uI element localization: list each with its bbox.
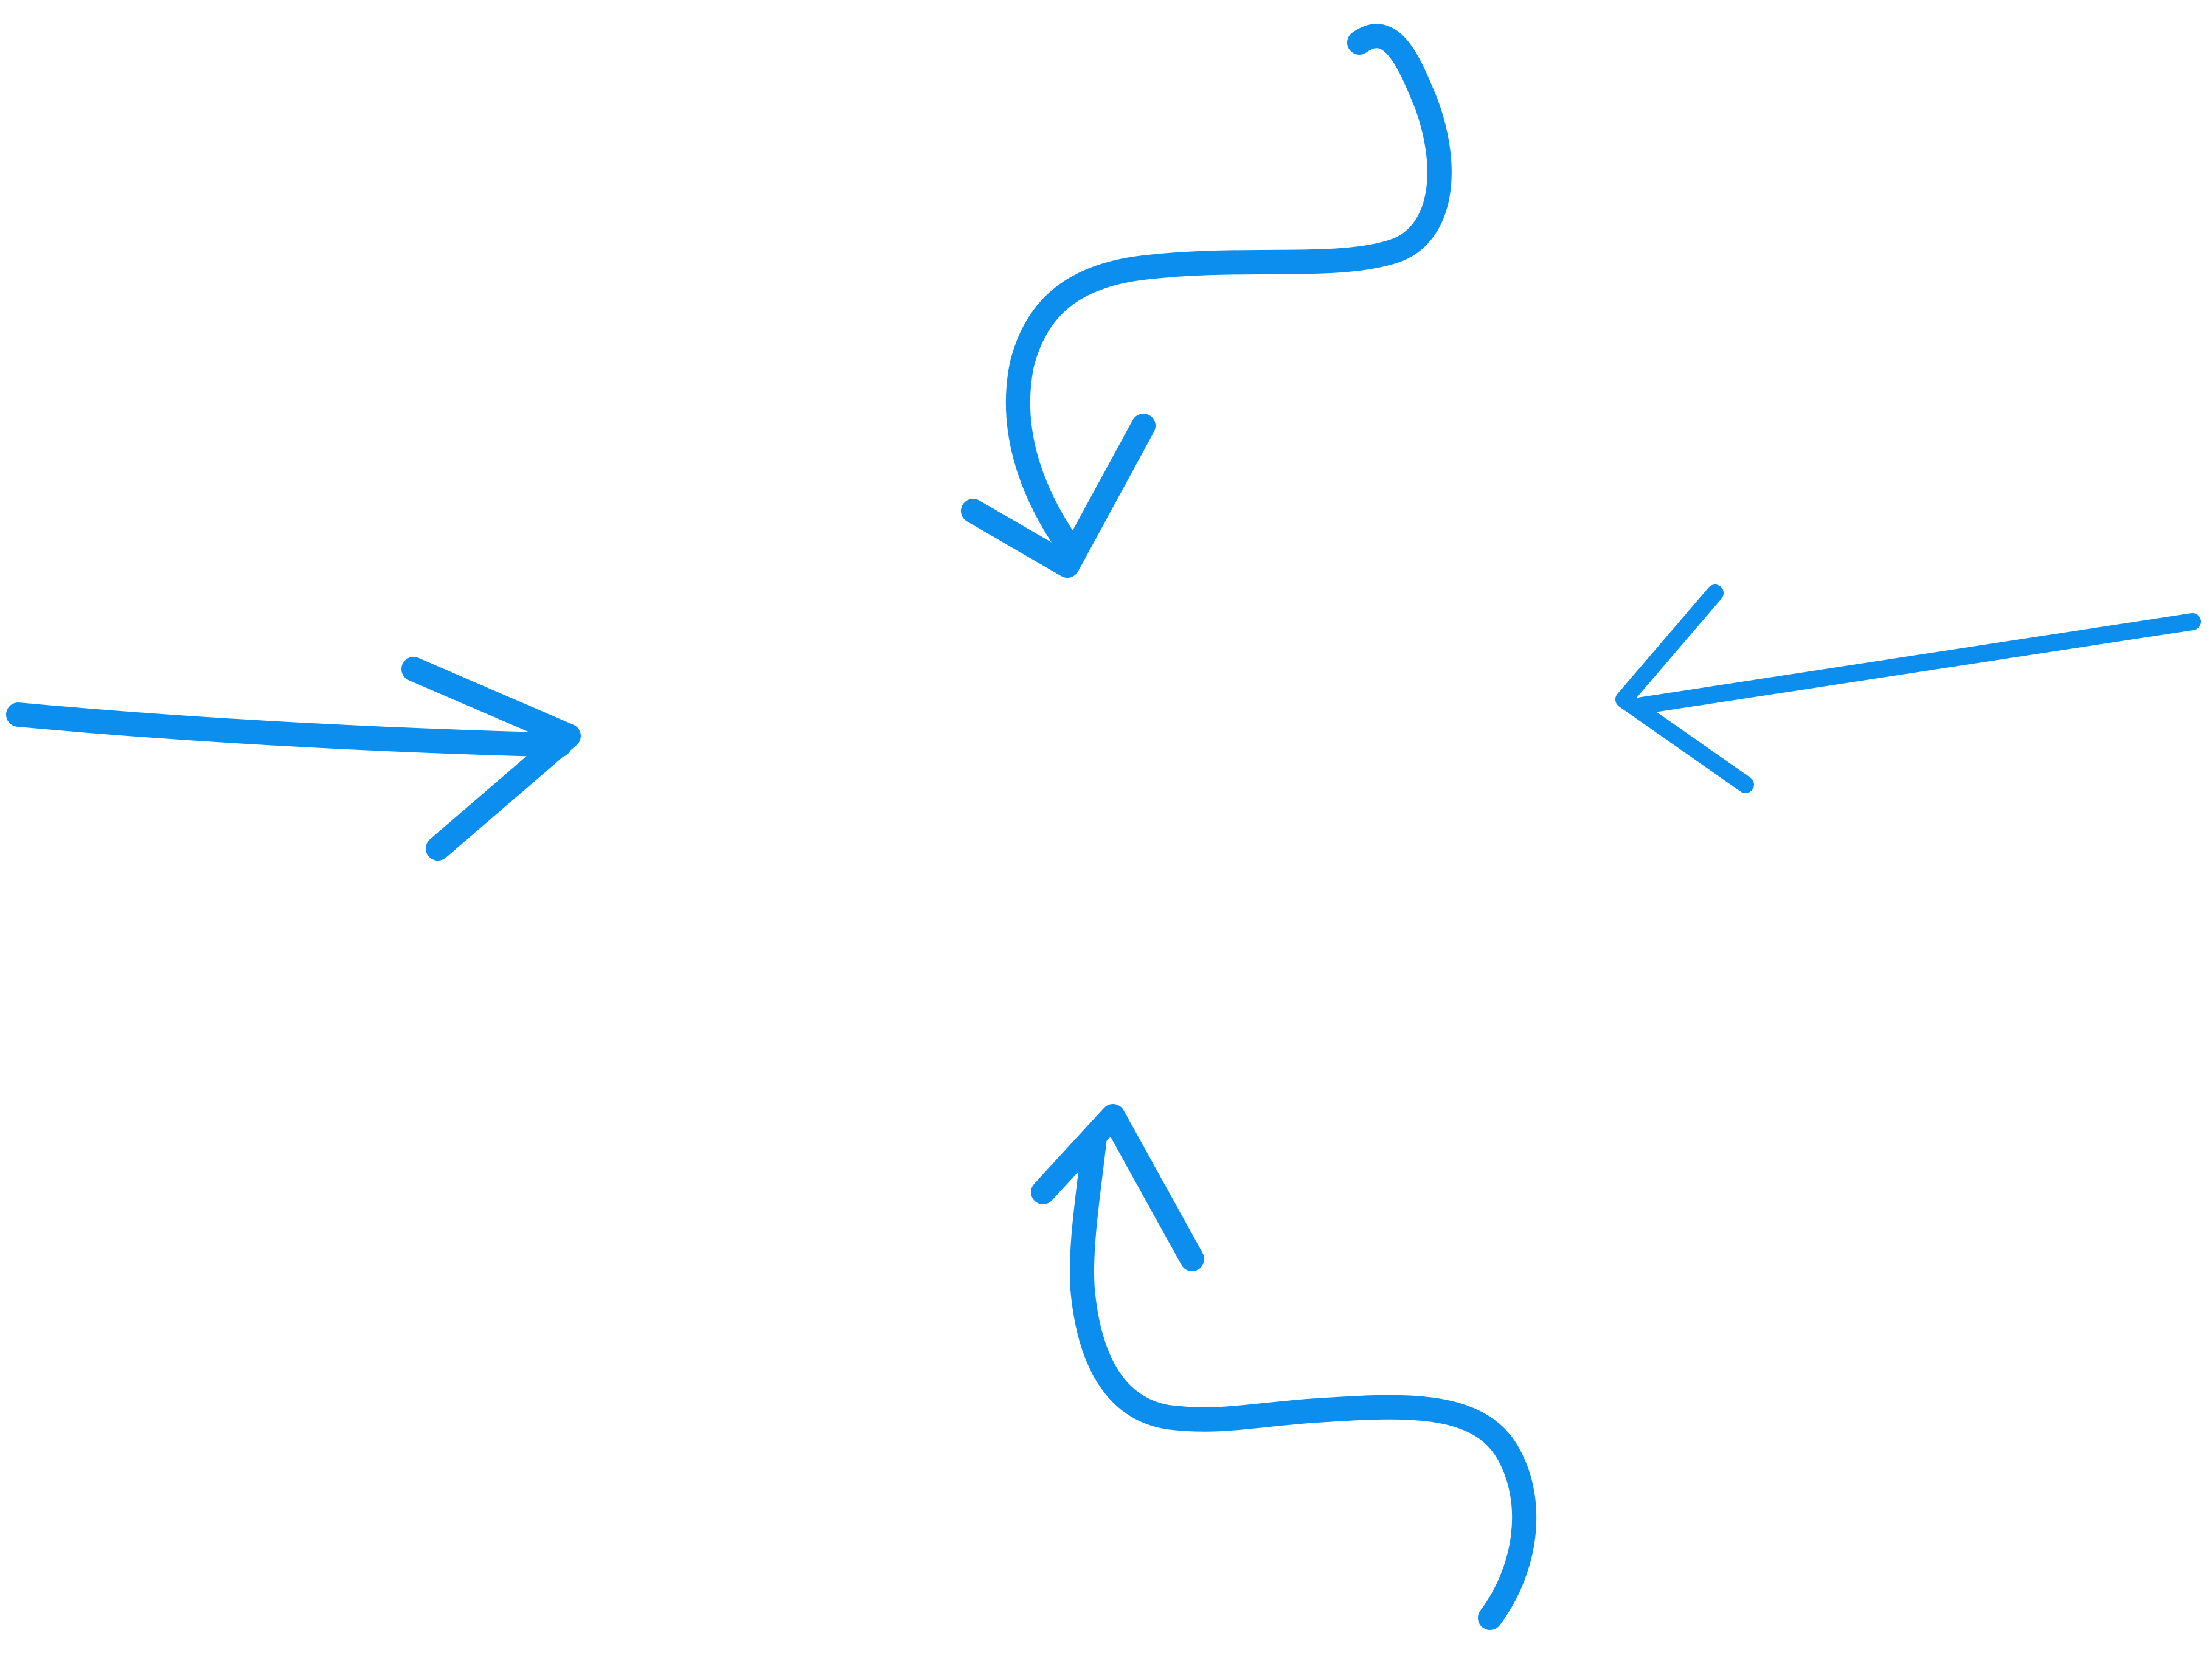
arrow-bottom	[1031, 1104, 1537, 1630]
straight-arrow-head-icon	[401, 657, 581, 861]
curved-arrow-head-icon	[1031, 1104, 1204, 1271]
straight-arrow-shaft-icon	[6, 702, 572, 757]
arrow-right	[1615, 584, 2201, 793]
arrow-left	[6, 657, 581, 861]
curved-arrow-shaft-icon	[1070, 1125, 1537, 1630]
curved-arrow-head-icon	[961, 414, 1156, 578]
arrow-top	[961, 24, 1452, 578]
curved-arrow-shaft-icon	[1005, 24, 1452, 557]
straight-arrow-head-icon	[1615, 584, 1754, 793]
straight-arrow-shaft-icon	[1634, 613, 2201, 714]
